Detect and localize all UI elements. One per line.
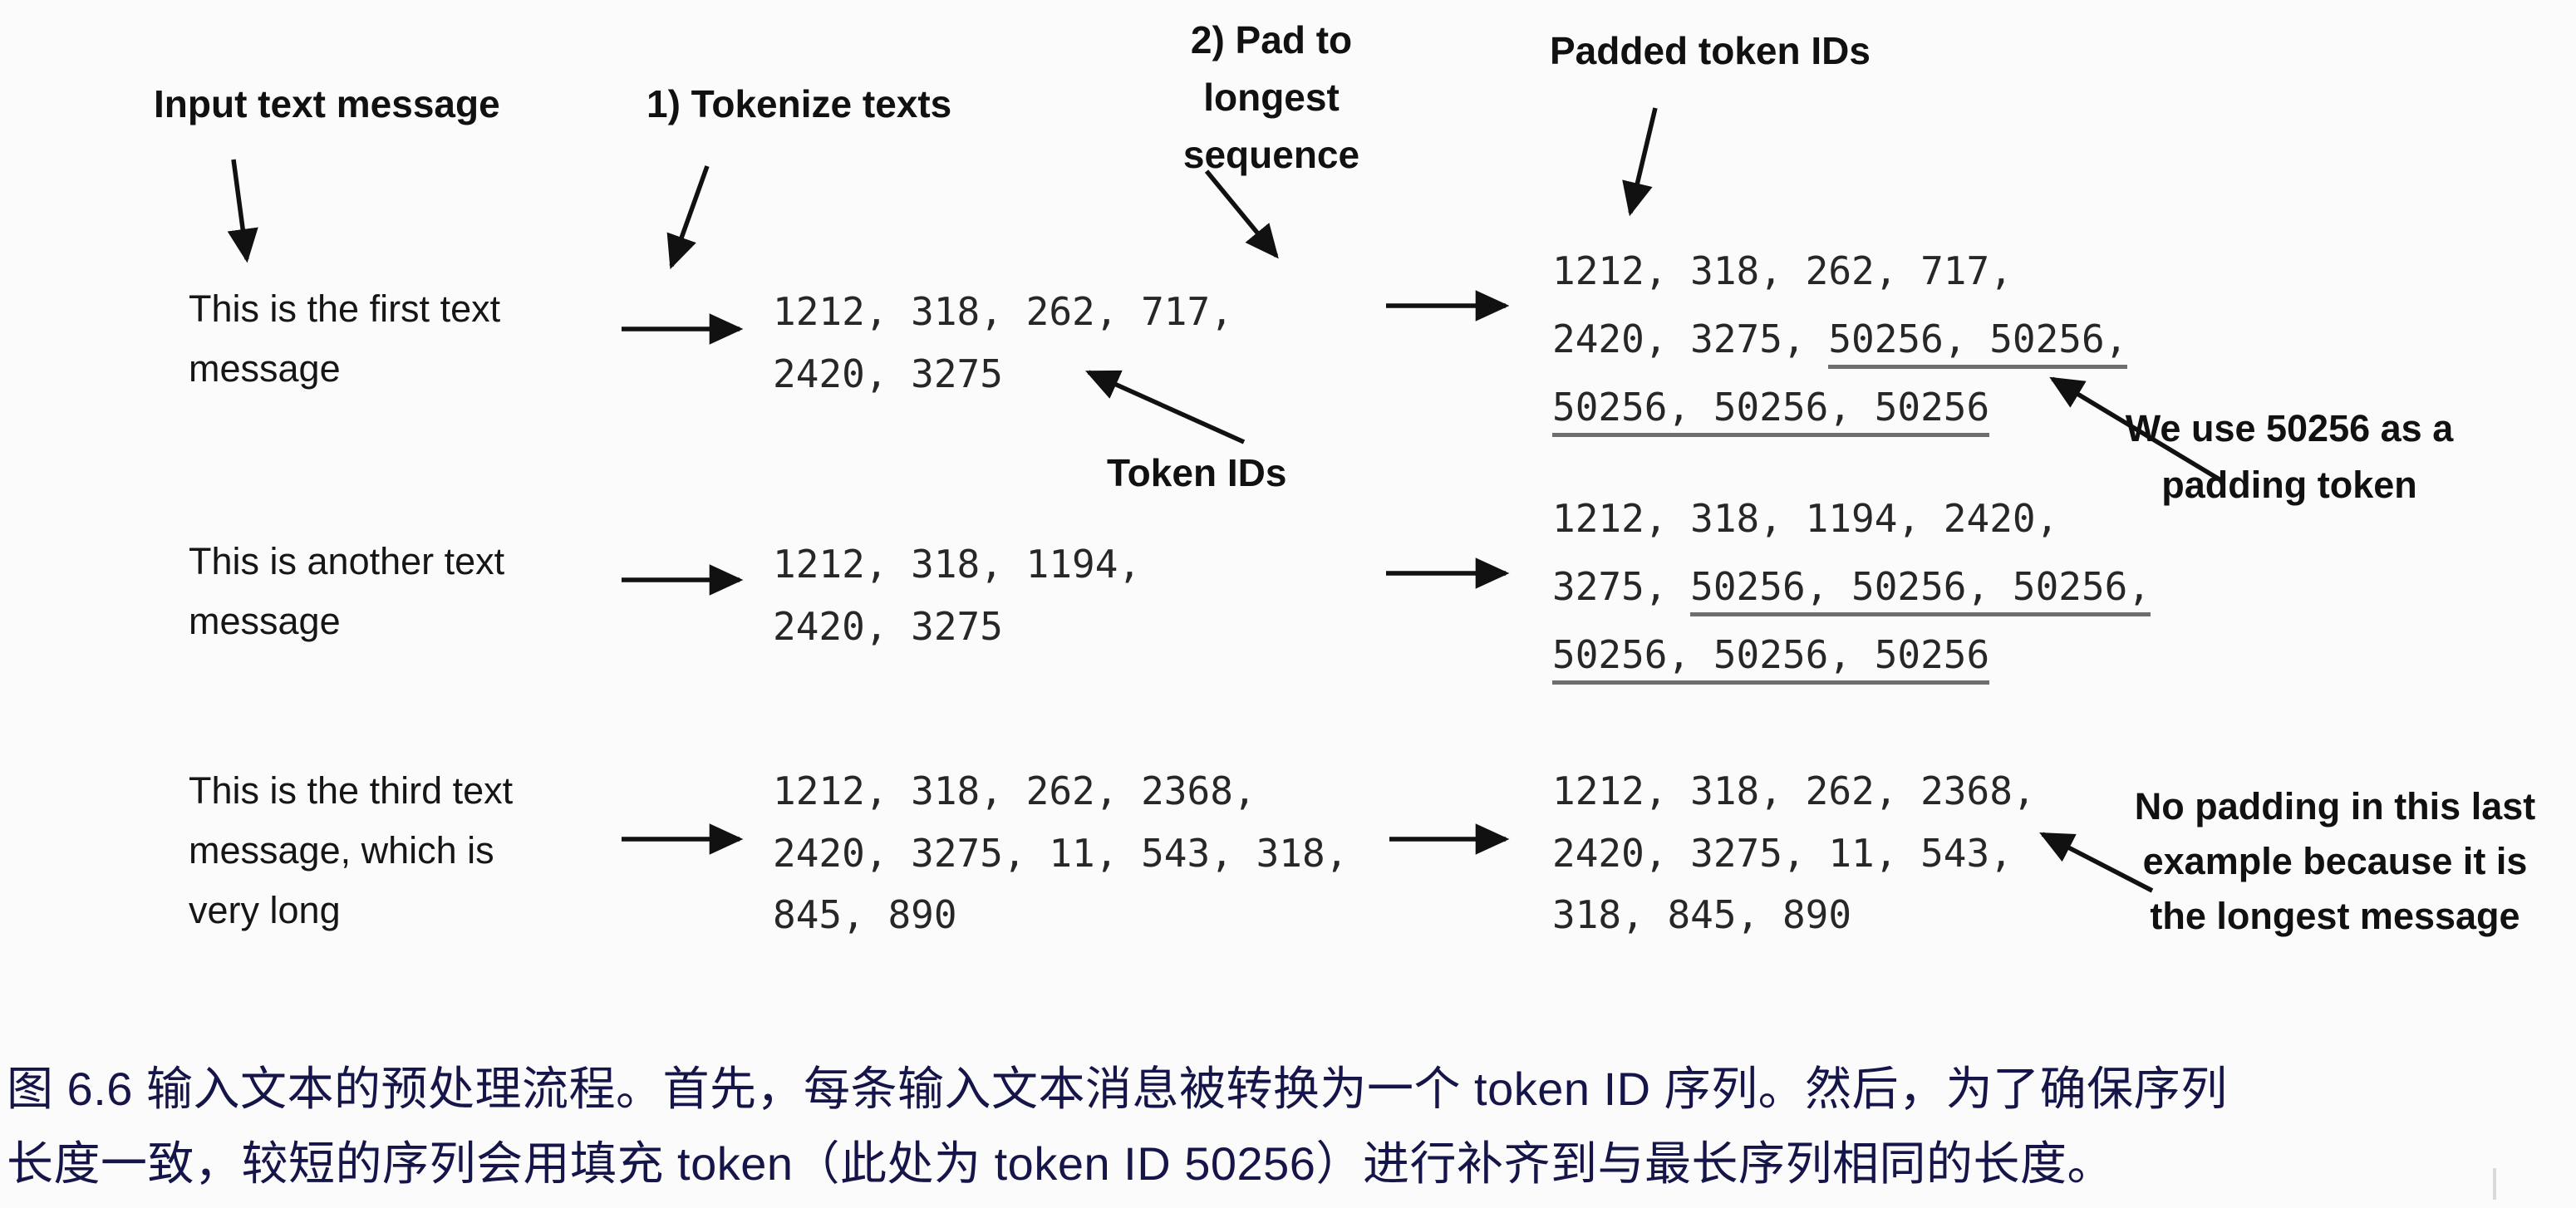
- token-ids-label: Token IDs: [1107, 451, 1287, 494]
- no-padding-note-line1: No padding in this last: [2134, 785, 2536, 827]
- arrow-token-ids-pointer: [1084, 370, 1246, 444]
- arrow-no-padding-note-pointer: [2039, 832, 2154, 893]
- no-padding-note-line3: the longest message: [2150, 895, 2520, 938]
- row2-token-ids-line2: 2420, 3275: [773, 603, 1003, 649]
- row2-padded-line1-plain: 1212, 318, 1194, 2420,: [1552, 496, 2059, 541]
- row2-padded-line3-padding: 50256, 50256, 50256: [1552, 631, 1990, 685]
- row3-token-ids-line1: 1212, 318, 262, 2368,: [773, 769, 1256, 813]
- row3-padded-line3: 318, 845, 890: [1552, 884, 2036, 946]
- row1-padded-line2-plain: 2420, 3275,: [1552, 316, 1829, 361]
- row3-token-ids-line3: 845, 890: [773, 892, 957, 938]
- row3-padded-line1-plain: 1212, 318, 262, 2368,: [1552, 769, 2036, 813]
- arrow-pad-label-down: [1204, 169, 1279, 259]
- row2-padded-line1: 1212, 318, 1194, 2420,: [1552, 485, 2151, 553]
- row3-padded-line3-plain: 318, 845, 890: [1552, 892, 1852, 938]
- row3-message-line2: message, which is: [189, 829, 494, 872]
- pad-to-longest-label-line1: 2) Pad to longest: [1190, 18, 1353, 119]
- row2-padded-line2-plain: 3275,: [1552, 563, 1691, 609]
- padding-token-note-line1: We use 50256 as a: [2125, 407, 2454, 449]
- figure-caption-line2: 长度一致，较短的序列会用填充 token（此处为 token ID 50256）…: [7, 1137, 2114, 1190]
- row3-padded-line1: 1212, 318, 262, 2368,: [1552, 760, 2036, 823]
- row3-token-ids-line2: 2420, 3275, 11, 543, 318,: [773, 830, 1349, 876]
- row3-padded-line2-plain: 2420, 3275, 11, 543,: [1552, 830, 2013, 876]
- row3-padded-line2: 2420, 3275, 11, 543,: [1552, 823, 2036, 885]
- row1-padded-line1: 1212, 318, 262, 717,: [1552, 238, 2127, 306]
- no-padding-note: No padding in this last example because …: [2115, 779, 2555, 944]
- padding-token-note-line2: padding token: [2161, 463, 2417, 506]
- arrow-padded-label-down: [1622, 107, 1658, 217]
- arrow-tokenize-label-down: [666, 165, 710, 270]
- row1-padded-token-ids: 1212, 318, 262, 717, 2420, 3275, 50256, …: [1552, 238, 2128, 442]
- tokenize-texts-label: 1) Tokenize texts: [646, 82, 952, 125]
- row1-token-ids-line2: 2420, 3275: [773, 351, 1003, 396]
- input-text-message-label: Input text message: [154, 82, 500, 125]
- row2-message-line1: This is another text: [189, 540, 505, 582]
- row1-input-message: This is the first text message: [189, 279, 500, 399]
- row1-padded-line3-padding: 50256, 50256, 50256: [1552, 384, 1990, 437]
- row1-token-ids-line1: 1212, 318, 262, 717,: [773, 289, 1233, 334]
- row2-message-line2: message: [189, 600, 341, 642]
- no-padding-note-line2: example because it is: [2142, 840, 2528, 883]
- row3-token-ids: 1212, 318, 262, 2368, 2420, 3275, 11, 54…: [773, 760, 1348, 946]
- row2-token-ids: 1212, 318, 1194, 2420, 3275: [773, 533, 1141, 657]
- padding-token-note: We use 50256 as a padding token: [2094, 400, 2485, 513]
- row1-token-ids: 1212, 318, 262, 717, 2420, 3275: [773, 281, 1233, 405]
- row2-token-ids-line1: 1212, 318, 1194,: [773, 542, 1142, 587]
- row1-padded-line1-plain: 1212, 318, 262, 717,: [1552, 248, 2013, 293]
- row3-padded-token-ids: 1212, 318, 262, 2368, 2420, 3275, 11, 54…: [1552, 760, 2036, 946]
- row2-input-message: This is another text message: [189, 532, 504, 651]
- pad-to-longest-label-line2: sequence: [1182, 133, 1360, 176]
- row3-input-message: This is the third text message, which is…: [189, 761, 513, 940]
- padded-token-ids-label: Padded token IDs: [1550, 29, 1871, 72]
- figure-caption-line1: 图 6.6 输入文本的预处理流程。首先，每条输入文本消息被转换为一个 token…: [7, 1063, 2228, 1115]
- row2-padded-line2-padding: 50256, 50256, 50256,: [1690, 563, 2151, 616]
- row3-message-line1: This is the third text: [189, 769, 514, 812]
- row1-message-line1: This is the first text: [189, 287, 501, 330]
- row3-message-line3: very long: [189, 889, 341, 931]
- cursor-artifact: [2493, 1168, 2496, 1200]
- row1-padded-line2: 2420, 3275, 50256, 50256,: [1552, 306, 2128, 374]
- arrow-padding-note-pointer: [2049, 376, 2225, 484]
- row2-padded-line3: 50256, 50256, 50256: [1552, 621, 2151, 690]
- row1-message-line2: message: [189, 347, 341, 390]
- row1-padded-line3: 50256, 50256, 50256: [1552, 374, 2127, 442]
- row2-padded-token-ids: 1212, 318, 1194, 2420, 3275, 50256, 5025…: [1552, 485, 2151, 690]
- pad-to-longest-label: 2) Pad to longest sequence: [1126, 12, 1417, 184]
- row1-padded-line2-padding: 50256, 50256,: [1828, 316, 2128, 369]
- row2-padded-line2: 3275, 50256, 50256, 50256,: [1552, 553, 2151, 621]
- arrow-input-label-down: [227, 159, 258, 263]
